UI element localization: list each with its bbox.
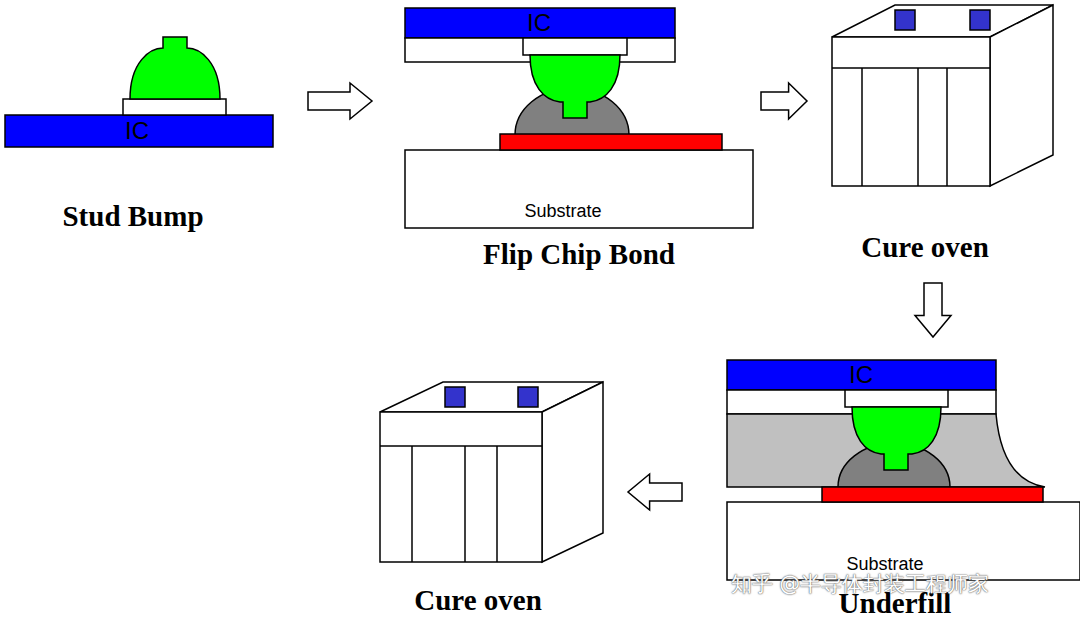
oven-knob	[895, 10, 915, 30]
stage-caption: Stud Bump	[62, 201, 203, 233]
oven-line	[946, 68, 948, 186]
part-label: IC	[527, 10, 551, 36]
oven-side	[542, 382, 603, 562]
process-stage: Flip Chip Bond	[375, 0, 758, 278]
oven-knob	[518, 387, 538, 407]
oven-front	[380, 412, 542, 562]
oven-line	[496, 446, 498, 562]
oven-line	[411, 446, 413, 562]
oven-side	[990, 5, 1053, 186]
oven-line	[861, 68, 863, 186]
ic-die	[727, 360, 996, 390]
part-label: IC	[849, 362, 873, 388]
process-stage: Cure oven	[810, 0, 1060, 280]
flow-arrow	[628, 474, 682, 510]
part-label: Substrate	[524, 202, 601, 222]
substrate-pad	[822, 487, 1043, 502]
flow-arrow	[308, 83, 372, 119]
oven-line	[464, 446, 466, 562]
oven-line	[917, 68, 919, 186]
stage-caption: Cure oven	[861, 232, 989, 264]
process-stage: Cure oven	[370, 375, 625, 625]
substrate-pad	[500, 134, 722, 150]
flow-arrow	[915, 283, 951, 337]
bond-pad	[523, 38, 627, 55]
stage-caption: Flip Chip Bond	[483, 239, 675, 271]
substrate	[405, 150, 753, 228]
stud-bump	[530, 55, 620, 118]
oven-knob	[445, 387, 465, 407]
oven-line	[380, 445, 542, 447]
part-label: IC	[125, 118, 149, 144]
stud-bump	[852, 407, 941, 470]
ic-die	[405, 8, 675, 38]
oven-line	[832, 67, 990, 69]
oven-front	[832, 37, 990, 186]
oven-knob	[970, 10, 990, 30]
ic-die	[5, 115, 273, 147]
watermark: 知乎 @半导体封装工程师家	[731, 573, 990, 596]
bond-pad	[845, 390, 948, 407]
stud-bump	[130, 37, 220, 99]
process-stage: Stud Bump	[0, 20, 305, 245]
bond-pad	[123, 99, 226, 115]
flow-arrow	[761, 83, 807, 119]
part-label: Substrate	[846, 555, 923, 575]
substrate	[727, 502, 1080, 580]
stage-caption: Cure oven	[414, 585, 542, 617]
